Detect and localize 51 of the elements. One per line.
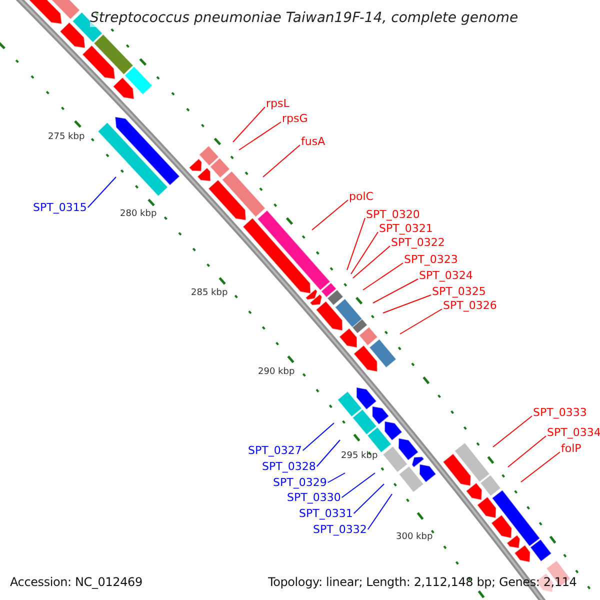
position-label: 295 kbp — [341, 451, 378, 462]
position-label: 275 kbp — [48, 132, 85, 143]
leader-line — [87, 176, 116, 208]
gene-label: SPT_0328 — [262, 460, 316, 473]
leader-line — [350, 232, 378, 274]
leader-line — [382, 294, 432, 314]
leader-line — [367, 494, 392, 530]
gene-label: folP — [561, 442, 582, 455]
leader-line — [312, 200, 348, 230]
leader-line — [362, 262, 404, 290]
gene-label: rpsG — [282, 112, 308, 125]
leader-line — [400, 308, 442, 334]
gene-label: polC — [349, 190, 374, 203]
gene-label: rpsL — [266, 97, 290, 110]
position-label: 285 kbp — [191, 288, 228, 299]
gene-label: SPT_0323 — [404, 253, 458, 266]
gene-label: SPT_0326 — [443, 299, 497, 312]
leader-line — [327, 472, 346, 483]
footer-text: Accession: NC_012469 — [10, 574, 142, 590]
gene-label: SPT_0322 — [391, 236, 445, 249]
gene-label: SPT_0315 — [33, 201, 87, 214]
map-title: Streptococcus pneumoniae Taiwan19F-14, complete genome — [90, 9, 518, 27]
gene-label: SPT_0325 — [432, 285, 486, 298]
gene-label: SPT_0324 — [419, 269, 473, 282]
leader-line — [302, 422, 334, 451]
leader-line — [316, 440, 340, 467]
gene-label: SPT_0332 — [313, 523, 367, 536]
position-label: 300 kbp — [396, 532, 433, 543]
leader-line — [353, 484, 384, 514]
leader-line — [238, 122, 282, 150]
position-label: 290 kbp — [258, 367, 295, 378]
position-label: 280 kbp — [120, 209, 157, 220]
gene-label: SPT_0333 — [533, 406, 587, 419]
gene-label: fusA — [301, 135, 326, 148]
leader-line — [352, 246, 390, 278]
gene-label: SPT_0321 — [379, 222, 433, 235]
gene-label: SPT_0327 — [248, 444, 302, 457]
leader-line — [341, 472, 376, 498]
gene-label: SPT_0334 — [547, 426, 600, 439]
gene-label: SPT_0320 — [366, 208, 420, 221]
footer-text: Topology: linear; Length: 2,112,148 bp; Genes: 2,114 — [268, 574, 577, 590]
gene-label: SPT_0329 — [273, 476, 327, 489]
leader-line — [232, 106, 266, 142]
leader-line — [372, 278, 418, 304]
gene-label: SPT_0331 — [299, 507, 353, 520]
gene-label: SPT_0330 — [287, 491, 341, 504]
leader-line — [492, 416, 532, 448]
leader-line — [346, 218, 366, 270]
leader-line — [262, 144, 300, 178]
leader-line — [508, 436, 546, 468]
leader-line — [520, 452, 560, 482]
